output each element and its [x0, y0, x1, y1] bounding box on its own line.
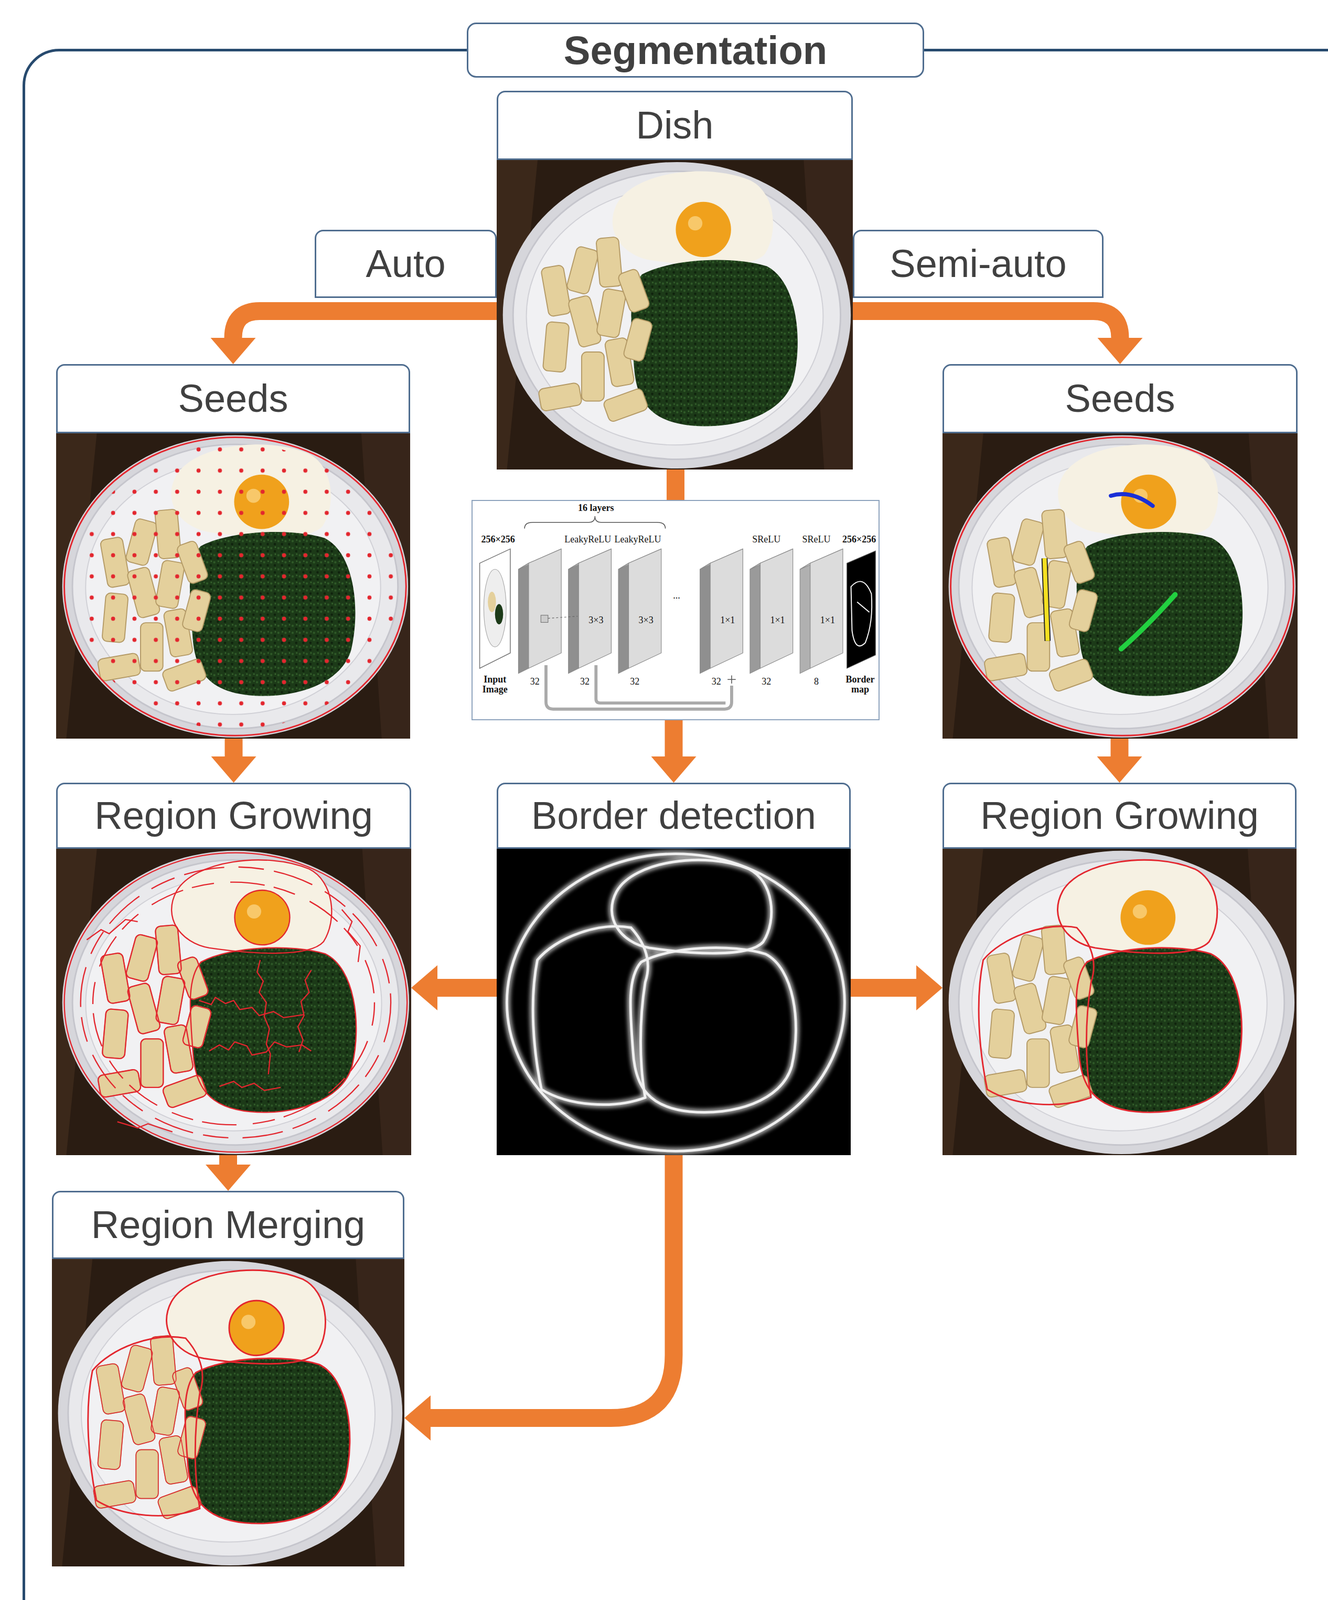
auto-seeds-photo [56, 433, 411, 739]
network-label: SReLU [752, 534, 781, 545]
arrow-head [411, 965, 438, 1011]
flow-arrow [211, 738, 257, 783]
network-label: 256×256 [842, 534, 876, 545]
header-tab: Region Growing [942, 782, 1297, 849]
panel-title: Segmentation [563, 28, 828, 73]
arrow-shaft [665, 720, 683, 757]
network-box: 16 layers 256×256 LeakyReLULeakyReLU SReLU S… [471, 499, 880, 721]
image-box: Border detection [496, 782, 851, 1155]
flow-arrow [210, 311, 498, 364]
header-tab: Border detection [496, 782, 851, 849]
network-label: Border map [843, 674, 877, 696]
arrow-head [916, 965, 943, 1011]
network-figure [479, 516, 876, 710]
network-label: 32 [580, 676, 590, 688]
image-box: Seeds [56, 363, 411, 739]
network-label: 32 [711, 676, 722, 688]
arrow-shaft [437, 978, 497, 997]
edge-label-tab: Auto [314, 229, 497, 298]
panel: SegmentationDishSeedsSeeds16 layers256×2… [22, 48, 1328, 1600]
border-map [496, 848, 851, 1155]
header-tab: Dish [496, 90, 853, 160]
flow-arrow [411, 965, 497, 1011]
flow-arrow [1097, 738, 1143, 783]
image-box: Seeds [942, 363, 1298, 739]
header-tab: Seeds [942, 363, 1298, 434]
flow-arrow [675, 469, 677, 500]
network-label: Input Image [474, 674, 516, 696]
network-label: 8 [814, 676, 819, 688]
flow-arrow [852, 311, 1143, 364]
arrow-shaft [430, 1154, 674, 1418]
network-label: LeakyReLU [614, 534, 662, 545]
arrow-shaft [852, 311, 1121, 338]
arrow-shaft [225, 738, 243, 757]
dish-photo [496, 159, 853, 470]
image-box: Region Growing [56, 782, 412, 1155]
network-label: 1×1 [819, 615, 836, 626]
arrow-head [205, 1164, 251, 1191]
box-title: Region Growing [94, 794, 373, 837]
network-label: 256×256 [480, 534, 515, 545]
arrow-head [210, 337, 256, 364]
flow-arrow [205, 1154, 251, 1191]
edge-label-tab: Semi-auto [852, 229, 1104, 298]
network-label: 1×1 [769, 615, 786, 626]
network-label: LeakyReLU [564, 534, 612, 545]
semi-seeds-photo [942, 433, 1298, 739]
flow-arrow [850, 965, 943, 1011]
box-title: Seeds [178, 377, 289, 420]
edge-label: Auto [365, 242, 446, 285]
title-tab: Segmentation [466, 22, 925, 78]
semi-result-photo [942, 848, 1297, 1155]
network-label: SReLU [801, 534, 831, 545]
network-label: 1×1 [719, 615, 736, 626]
arrow-head [651, 756, 697, 783]
arrow-shaft [666, 469, 685, 500]
network-label: 3×3 [638, 615, 655, 626]
network-label: ... [672, 590, 681, 602]
flow-arrow [651, 720, 697, 783]
network-label: 32 [629, 676, 640, 688]
network-label: 32 [530, 676, 540, 688]
arrow-head [404, 1395, 431, 1441]
arrow-head [1097, 756, 1143, 783]
network-label: 3×3 [587, 615, 604, 626]
box-title: Dish [635, 103, 714, 147]
arrow-shaft [233, 311, 498, 338]
merged-result-photo [51, 1258, 405, 1567]
header-tab: Seeds [56, 363, 411, 434]
box-title: Border detection [531, 794, 817, 837]
arrow-shaft [219, 1154, 238, 1165]
arrow-shaft [850, 978, 917, 997]
box-title: Seeds [1065, 377, 1176, 420]
header-tab: Region Merging [51, 1190, 405, 1259]
arrow-shaft [1110, 738, 1129, 757]
oversegmented-photo [56, 848, 412, 1155]
image-box: Dish [496, 90, 853, 470]
network-label: 32 [761, 676, 771, 688]
edge-label: Semi-auto [889, 242, 1067, 285]
box-title: Region Growing [980, 794, 1259, 837]
box-title: Region Merging [91, 1203, 366, 1246]
image-box: Region Growing [942, 782, 1297, 1155]
arrow-head [1097, 337, 1143, 364]
network-label: 16 layers [577, 502, 614, 514]
header-tab: Region Growing [56, 782, 412, 849]
image-box: Region Merging [51, 1190, 405, 1567]
arrow-head [211, 756, 257, 783]
flow-arrow [404, 1154, 674, 1441]
